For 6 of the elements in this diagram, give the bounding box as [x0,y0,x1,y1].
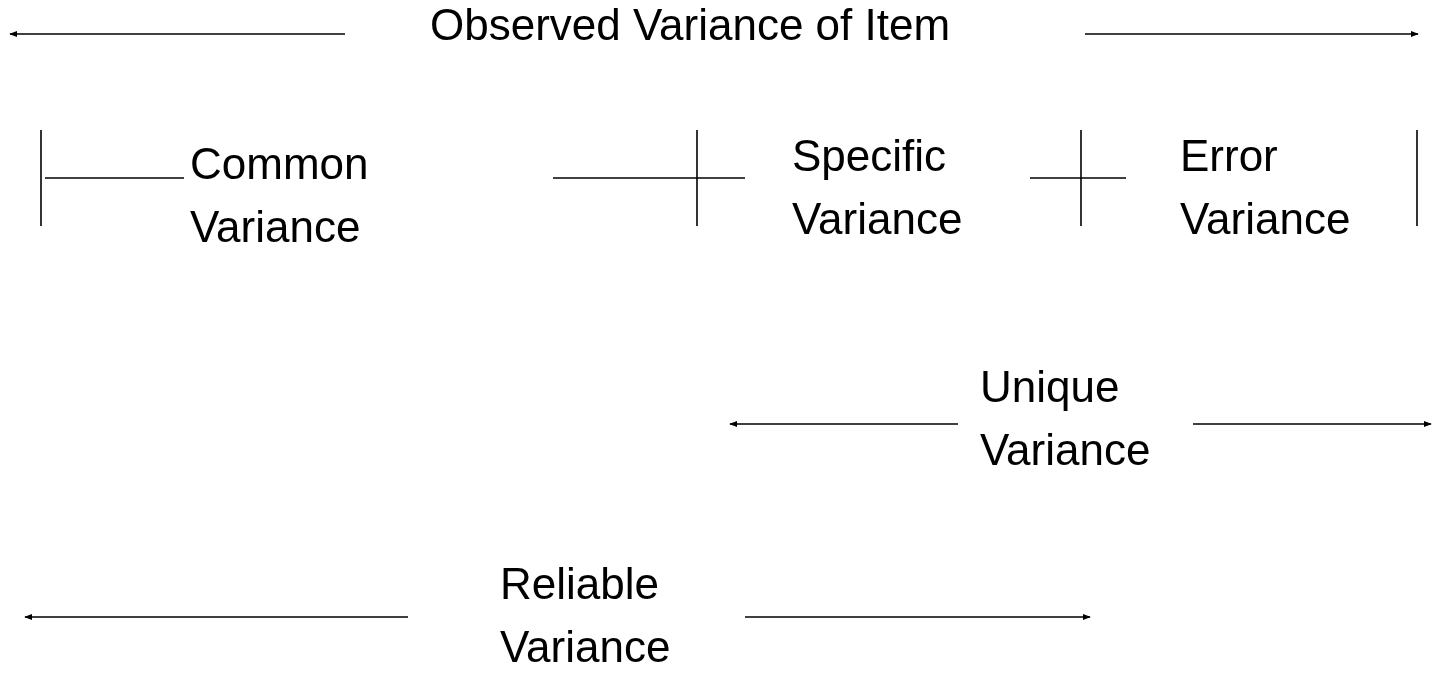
variance-label: Common Variance [190,138,370,253]
variance-label: Unique Variance [980,361,1152,476]
variance-label: Error Variance [1180,130,1352,245]
variance-label: Specific Variance [792,130,964,245]
span-label: Observed Variance of Item [430,0,951,50]
variance-label: Reliable Variance [500,558,672,673]
